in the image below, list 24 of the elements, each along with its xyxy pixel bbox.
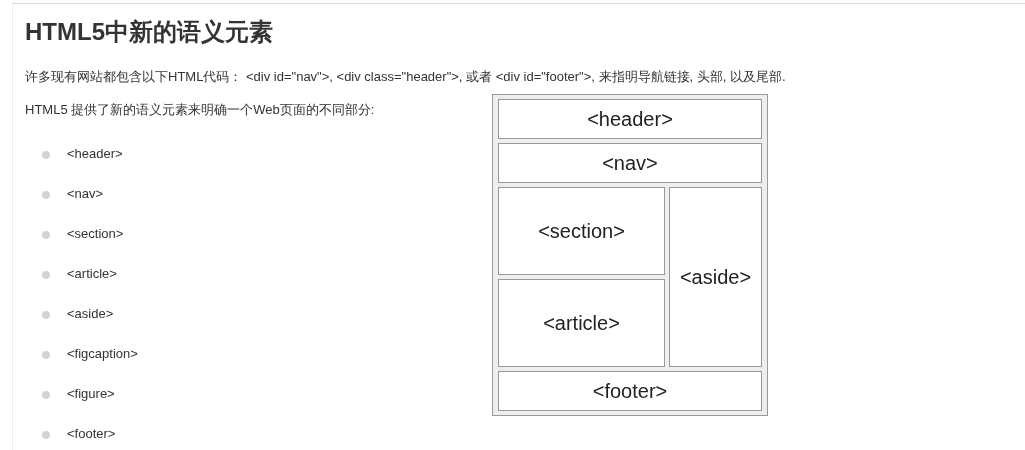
region-label: <section> [538, 219, 625, 243]
list-item: <article> [67, 266, 117, 281]
paragraph: 许多现有网站都包含以下HTML代码： <div id="nav">, <div class="header">, 或者 <div id="footer">, 来指明导航链接, 头部, 以及尾部. [25, 68, 786, 86]
paragraph: HTML5 提供了新的语义元素来明确一个Web页面的不同部分: [25, 101, 375, 119]
list-item: <figcaption> [67, 346, 138, 361]
layout-region [498, 143, 762, 183]
region-label: <footer> [592, 379, 668, 403]
layout-region [498, 187, 665, 275]
layout-region [498, 371, 762, 411]
layout-frame [492, 94, 768, 416]
list-item: <figure> [67, 386, 115, 401]
list-item: <section> [67, 226, 124, 241]
layout-region [498, 99, 762, 139]
page-title: HTML5中新的语义元素 [25, 17, 273, 47]
region-label: <nav> [602, 151, 658, 175]
list-item: <footer> [67, 426, 116, 441]
list-item: <nav> [67, 186, 104, 201]
list-item: <aside> [67, 306, 114, 321]
list-item: <header> [67, 146, 123, 161]
region-label: <aside> [679, 265, 752, 289]
layout-region [669, 187, 762, 367]
region-label: <header> [587, 107, 673, 131]
layout-region [498, 279, 665, 367]
region-label: <article> [543, 311, 620, 335]
